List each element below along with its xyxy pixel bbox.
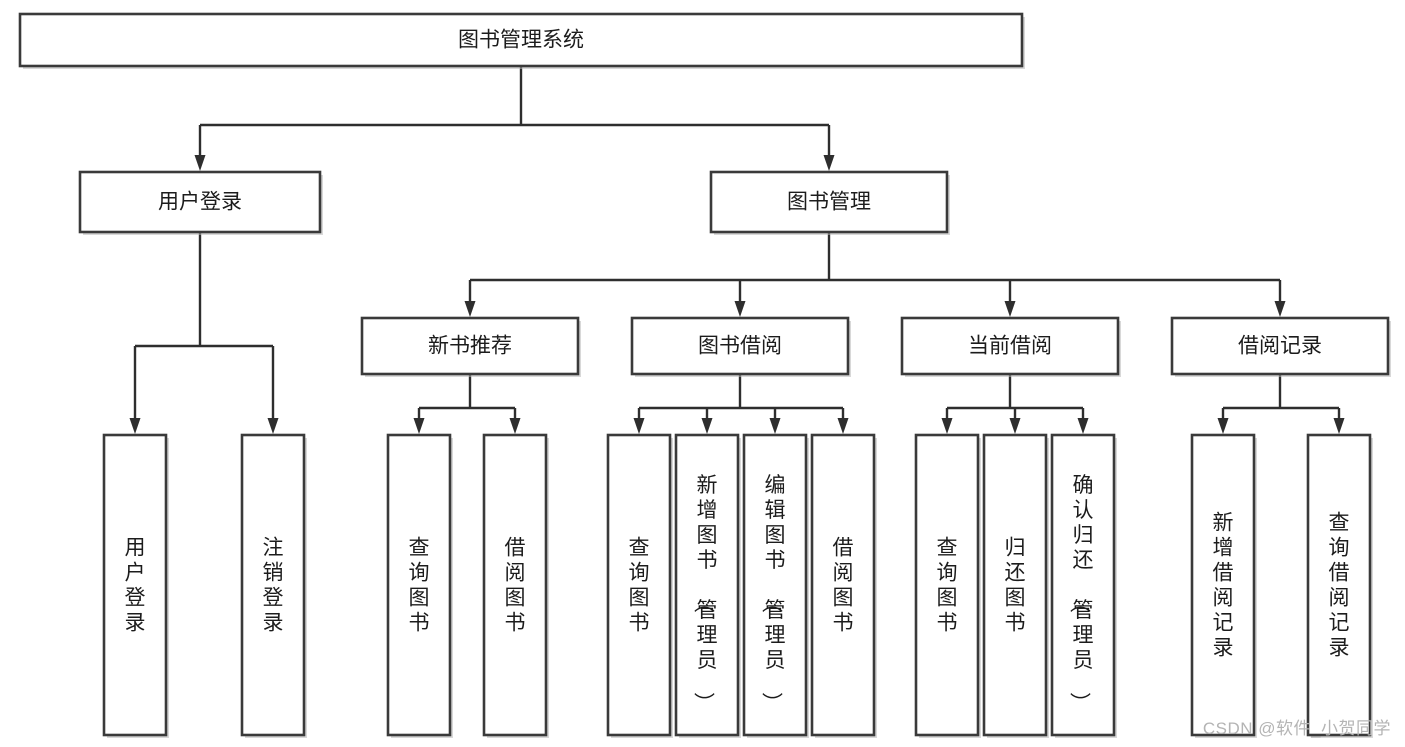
- node-label: 用户登录: [158, 191, 242, 214]
- node-label: 借阅记录: [1238, 335, 1322, 358]
- node-leaf-query-borrow-record[interactable]: 查询借阅记录: [1306, 433, 1373, 738]
- node-leaf-query-book-current[interactable]: 查询图书: [914, 433, 981, 738]
- node-leaf-query-book-rec[interactable]: 查询图书: [386, 433, 453, 738]
- connector-group-new-book-rec: [413, 374, 521, 434]
- node-leaf-borrow-book[interactable]: 借阅图书: [810, 433, 877, 738]
- node-label: 用户登录: [125, 537, 146, 635]
- connector-group-current-borrow: [941, 374, 1089, 434]
- node-leaf-user-logout[interactable]: 注销登录: [240, 433, 307, 738]
- connector-group-book-manage: [464, 232, 1286, 317]
- node-label: 图书借阅: [698, 335, 782, 358]
- node-leaf-add-book-admin[interactable]: 新增图书（管理员）: [674, 433, 741, 738]
- connector-group-user-login: [129, 232, 279, 434]
- node-label: 借阅图书: [833, 537, 854, 635]
- node-label: 新增图书（管理员）: [692, 474, 718, 713]
- node-layer: 图书管理系统用户登录图书管理新书推荐图书借阅当前借阅借阅记录用户登录注销登录查询…: [18, 12, 1391, 738]
- connector-group-borrow-record: [1217, 374, 1345, 434]
- node-label: 查询图书: [629, 537, 650, 635]
- connector-group-book-borrow: [633, 374, 849, 434]
- node-leaf-edit-book-admin[interactable]: 编辑图书（管理员）: [742, 433, 809, 738]
- node-label: 图书管理系统: [458, 29, 584, 52]
- node-leaf-borrow-book-rec[interactable]: 借阅图书: [482, 433, 549, 738]
- node-label: 借阅图书: [505, 537, 526, 635]
- node-leaf-user-login[interactable]: 用户登录: [102, 433, 169, 738]
- node-leaf-query-book-borrow[interactable]: 查询图书: [606, 433, 673, 738]
- node-user-login[interactable]: 用户登录: [78, 170, 323, 235]
- node-new-book-rec[interactable]: 新书推荐: [360, 316, 581, 377]
- node-label: 查询借阅记录: [1329, 512, 1350, 660]
- node-label: 注销登录: [263, 537, 284, 635]
- connector-layer: [129, 66, 1345, 434]
- node-label: 图书管理: [787, 191, 871, 214]
- node-leaf-add-borrow-record[interactable]: 新增借阅记录: [1190, 433, 1257, 738]
- node-root[interactable]: 图书管理系统: [18, 12, 1025, 69]
- node-label: 查询图书: [409, 537, 430, 635]
- node-book-manage[interactable]: 图书管理: [709, 170, 950, 235]
- connector-group-root: [194, 66, 835, 171]
- node-label: 确认归还（管理员）: [1068, 474, 1094, 713]
- node-current-borrow[interactable]: 当前借阅: [900, 316, 1121, 377]
- node-borrow-record[interactable]: 借阅记录: [1170, 316, 1391, 377]
- node-leaf-confirm-return-admin[interactable]: 确认归还（管理员）: [1050, 433, 1117, 738]
- node-label: 当前借阅: [968, 335, 1052, 358]
- node-label: 新书推荐: [428, 335, 512, 358]
- node-label: 查询图书: [937, 537, 958, 635]
- node-leaf-return-book[interactable]: 归还图书: [982, 433, 1049, 738]
- node-label: 新增借阅记录: [1213, 512, 1234, 660]
- node-label: 归还图书: [1005, 537, 1026, 635]
- node-label: 编辑图书（管理员）: [760, 474, 786, 713]
- node-book-borrow[interactable]: 图书借阅: [630, 316, 851, 377]
